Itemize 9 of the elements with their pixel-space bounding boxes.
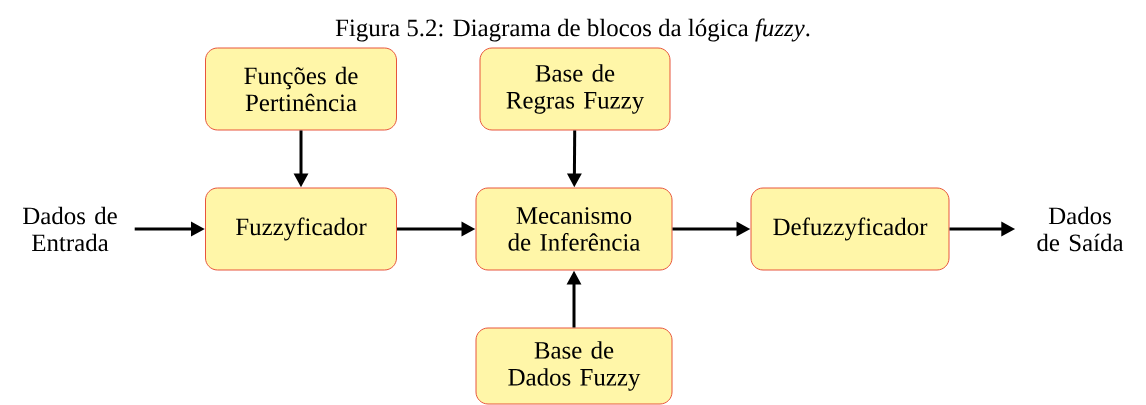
figure-title: Figura 5.2: Diagrama de blocos da lógica fuzzy. [335, 18, 810, 42]
io-label: Dados de Saída [1037, 206, 1124, 252]
process-box: Base de Regras Fuzzy [479, 47, 671, 131]
process-box: Base de Dados Fuzzy [475, 327, 673, 405]
io-label: Dados de Entrada [23, 206, 117, 252]
process-box: Funções de Pertinência [205, 47, 397, 131]
process-box: Fuzzyficador [205, 187, 397, 271]
process-box: Mecanismo de Inferência [475, 187, 673, 271]
process-box: Defuzzyficador [750, 187, 950, 271]
